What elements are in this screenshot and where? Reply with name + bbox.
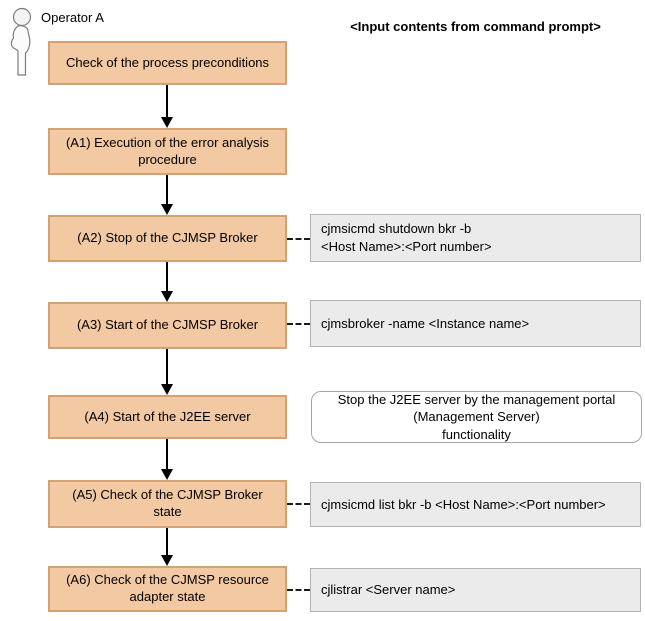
- arrow-line: [166, 349, 168, 384]
- step-a4-start-j2ee: (A4) Start of the J2EE server: [48, 395, 287, 439]
- step-a1-error-analysis: (A1) Execution of the error analysis pro…: [48, 128, 287, 175]
- command-box-a2: cjmsicmd shutdown bkr -b <Host Name>:<Po…: [310, 214, 641, 262]
- arrow-down-icon: [161, 384, 173, 395]
- arrow-line: [166, 528, 168, 555]
- dashed-connector-a6: [287, 589, 310, 591]
- arrow-down-icon: [161, 117, 173, 128]
- input-contents-title: <Input contents from command prompt>: [350, 19, 601, 34]
- command-box-a6: cjlistrar <Server name>: [310, 568, 641, 612]
- step-a6-check-resource-adapter: (A6) Check of the CJMSP resource adapter…: [48, 566, 287, 612]
- step-a5-check-broker-state: (A5) Check of the CJMSP Broker state: [48, 480, 287, 528]
- arrow-line: [166, 175, 168, 204]
- arrow-line: [166, 85, 168, 117]
- command-box-a5: cjmsicmd list bkr -b <Host Name>:<Port n…: [310, 482, 641, 527]
- dashed-connector-a3: [287, 323, 310, 325]
- arrow-line: [166, 262, 168, 291]
- step-preconditions: Check of the process preconditions: [48, 41, 287, 85]
- step-a2-stop-broker: (A2) Stop of the CJMSP Broker: [48, 215, 287, 262]
- dashed-connector-a5: [287, 503, 310, 505]
- dashed-connector-a2: [287, 238, 310, 240]
- command-box-a3: cjmsbroker -name <Instance name>: [310, 300, 641, 347]
- step-a3-start-broker: (A3) Start of the CJMSP Broker: [48, 302, 287, 349]
- arrow-down-icon: [161, 555, 173, 566]
- arrow-down-icon: [161, 204, 173, 215]
- arrow-down-icon: [161, 291, 173, 302]
- arrow-down-icon: [161, 469, 173, 480]
- arrow-line: [166, 439, 168, 469]
- note-box-a4: Stop the J2EE server by the management p…: [311, 391, 642, 443]
- person-icon: [10, 7, 32, 76]
- operator-label: Operator A: [41, 10, 104, 25]
